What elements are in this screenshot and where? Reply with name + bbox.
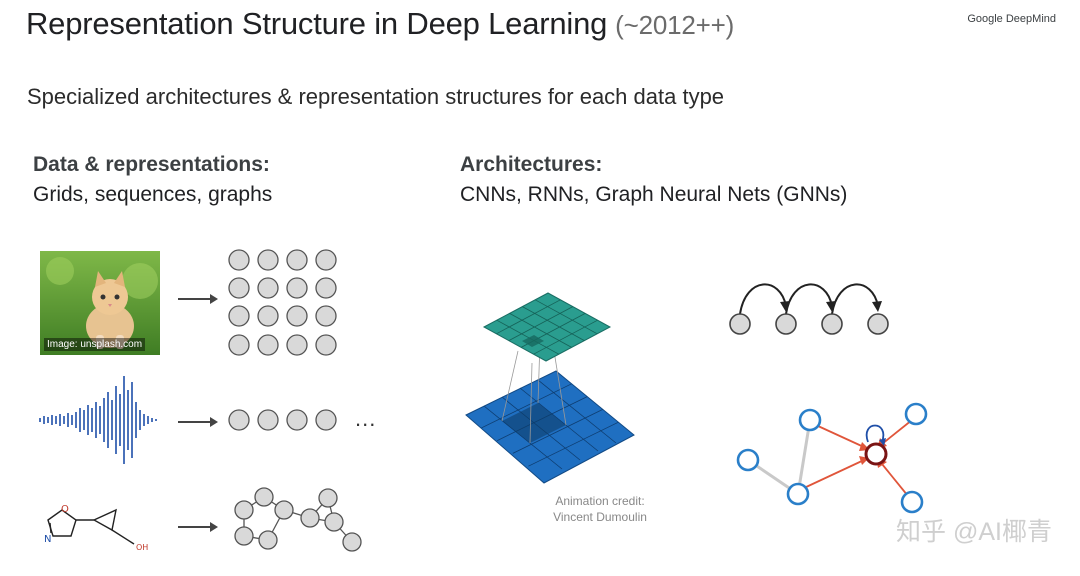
node-sequence [228, 409, 337, 431]
node-grid [228, 249, 337, 356]
title-suffix: (~2012++) [615, 10, 735, 40]
architectures-heading: Architectures: [460, 153, 603, 176]
molecule-illustration: O N OH [44, 504, 148, 552]
rnn-chain [729, 283, 889, 335]
molecule-structure: O N OH [36, 490, 166, 565]
image-caption: Image: unsplash.com [44, 338, 146, 351]
data-heading: Data & representations: [33, 153, 270, 176]
audio-waveform [38, 372, 162, 473]
architectures-subheading: CNNs, RNNs, Graph Neural Nets (GNNs) [460, 183, 848, 206]
slide-subtitle: Specialized architectures & representati… [27, 84, 725, 109]
nitrogen-atom-label: N [44, 534, 51, 545]
oxygen-atom-label: O [61, 504, 69, 515]
gnn-graph [736, 402, 928, 514]
cnn-convolution-illustration [462, 285, 642, 495]
animation-credit: Animation credit: Vincent Dumoulin [540, 493, 660, 525]
hydroxyl-label: OH [136, 543, 148, 552]
credit-line-2: Vincent Dumoulin [553, 510, 647, 524]
kitten-image: Image: unsplash.com [40, 251, 160, 355]
arrow-right-icon [176, 287, 218, 313]
title-text: Representation Structure in Deep Learnin… [26, 6, 608, 41]
rnn-illustration [724, 272, 904, 343]
node-graph [234, 487, 362, 552]
watermark: 知乎 @AI椰青 [896, 518, 1052, 546]
data-subheading: Grids, sequences, graphs [33, 183, 273, 206]
kitten-illustration [40, 251, 160, 355]
gnn-illustration [730, 398, 940, 523]
grid-representation [225, 248, 345, 365]
credit-line-1: Animation credit: [555, 494, 645, 508]
waveform-illustration [39, 376, 157, 464]
arrow-right-icon [176, 515, 218, 541]
sequence-ellipsis: ... [355, 406, 377, 431]
graph-representation [228, 484, 368, 559]
slide-title: Representation Structure in Deep Learnin… [26, 6, 734, 42]
brand-logo-text: Google DeepMind [967, 13, 1056, 25]
arrow-right-icon [176, 410, 218, 436]
sequence-representation [225, 407, 345, 438]
conv-grids [465, 292, 635, 484]
